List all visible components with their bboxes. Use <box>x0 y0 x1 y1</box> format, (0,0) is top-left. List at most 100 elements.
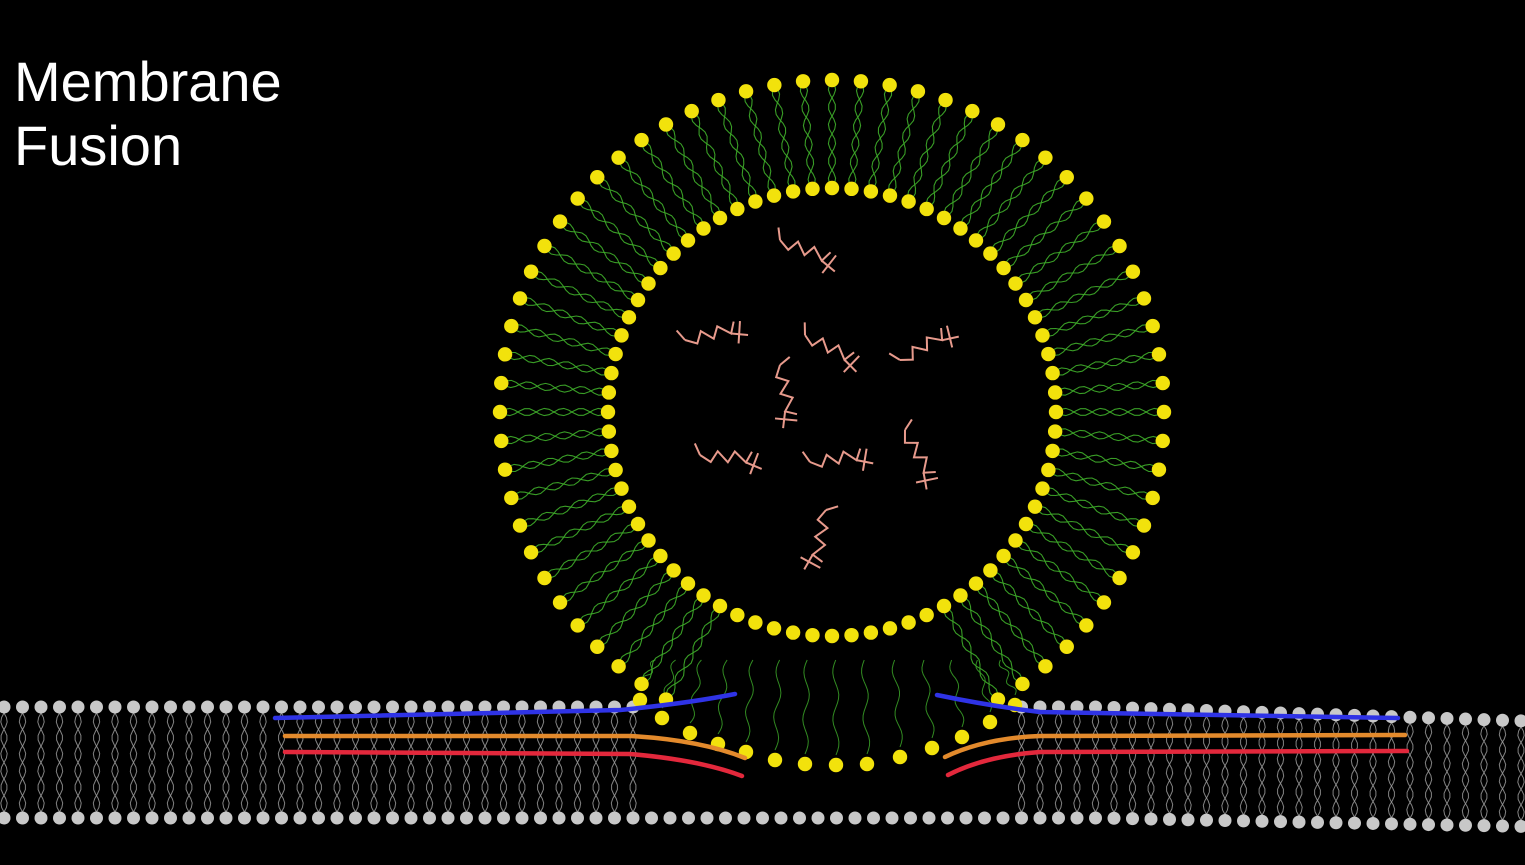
membrane-headgroup <box>0 700 11 714</box>
vesicle-inner-headgroup <box>666 246 681 261</box>
vesicle-lipid-tail <box>907 99 947 202</box>
vesicle-lipid-tail <box>943 124 999 219</box>
plasma-membrane-tails <box>0 712 1525 821</box>
membrane-lipid-tail <box>610 712 619 813</box>
membrane-headgroup <box>719 811 732 825</box>
vesicle-lipid-tail <box>519 297 622 337</box>
membrane-lipid-tail <box>111 712 119 813</box>
vesicle-lipid-tail <box>801 80 815 190</box>
vesicle-inner-headgroup <box>901 194 916 209</box>
membrane-headgroup <box>515 811 529 825</box>
stalk-headgroup <box>954 729 970 745</box>
membrane-headgroup <box>1237 814 1250 828</box>
vesicle-lipid-tail <box>773 84 794 192</box>
vesicle-lipid-tail <box>1003 198 1087 269</box>
membrane-headgroup <box>1477 713 1491 727</box>
vesicle-outer-headgroup <box>1155 433 1170 449</box>
snare-blue-right <box>934 692 1401 721</box>
membrane-headgroup <box>423 811 436 825</box>
stalk-headgroup <box>797 756 813 772</box>
membrane-lipid-tail <box>1184 715 1192 815</box>
stalk-headgroup <box>632 692 648 708</box>
cargo-bond <box>675 329 686 341</box>
vesicle-lipid-tail <box>500 429 610 443</box>
cargo-bond-chain <box>804 334 855 362</box>
membrane-headgroup <box>164 700 177 714</box>
vesicle-lipid-tail <box>718 99 756 202</box>
vesicle-outer-headgroup <box>1038 150 1053 165</box>
membrane-headgroup <box>145 700 159 714</box>
membrane-lipid-tail <box>1110 713 1118 813</box>
membrane-headgroup <box>16 811 29 825</box>
membrane-headgroup <box>1385 817 1398 831</box>
membrane-headgroup <box>1459 818 1472 832</box>
vesicle-inner-headgroup <box>936 598 952 614</box>
cargo-bond <box>904 418 913 431</box>
vesicle-inner-headgroup <box>680 576 696 591</box>
membrane-headgroup <box>367 700 381 714</box>
cargo-molecule <box>675 321 749 345</box>
membrane-headgroup <box>941 811 954 825</box>
membrane-headgroup <box>1403 710 1417 724</box>
membrane-headgroup <box>1089 811 1102 825</box>
cargo-bond <box>915 476 939 484</box>
membrane-lipid-tail <box>92 712 101 813</box>
vesicle-inner-headgroup <box>805 181 820 197</box>
vesicle-lipid-tail <box>641 139 704 229</box>
vesicle-inner-headgroup <box>953 588 968 603</box>
vesicle-lipid-tail <box>618 157 689 241</box>
membrane-headgroup <box>1089 700 1102 714</box>
stalk-lipid-tail <box>861 659 871 755</box>
vesicle-outer-headgroup <box>512 291 528 306</box>
membrane-lipid-tail <box>388 712 397 813</box>
membrane-headgroup <box>830 811 843 825</box>
membrane-lipid-tail <box>55 712 64 813</box>
vesicle-outer-headgroup <box>1112 238 1127 254</box>
membrane-headgroup <box>1311 815 1324 829</box>
vesicle-inner-headgroup <box>996 548 1011 564</box>
vesicle-outer-headgroup <box>1155 375 1170 391</box>
vesicle-outer-headgroup <box>611 659 626 674</box>
membrane-headgroup <box>34 700 48 714</box>
membrane-lipid-tail <box>1424 723 1433 819</box>
vesicle-lipid-tail <box>848 81 865 190</box>
membrane-lipid-tail <box>1036 712 1044 813</box>
vesicle-inner-headgroup <box>766 188 782 203</box>
membrane-headgroup <box>293 700 307 714</box>
vesicle-inner-headgroup <box>882 621 898 636</box>
membrane-headgroup <box>201 811 214 825</box>
membrane-headgroup <box>404 811 418 825</box>
membrane-headgroup <box>312 811 325 825</box>
vesicle-inner-headgroup <box>621 310 637 325</box>
vesicle-lipid-tail <box>519 488 622 526</box>
vesicle-inner-headgroup <box>785 625 801 640</box>
membrane-headgroup <box>90 700 103 714</box>
membrane-lipid-tail <box>536 712 545 813</box>
cargo-bond-chain <box>809 448 862 468</box>
membrane-headgroup <box>293 811 307 825</box>
vesicle-outer-headgroup <box>965 103 980 119</box>
vesicle-outer-headgroup <box>537 570 552 586</box>
vesicle-outer-headgroup <box>494 375 509 391</box>
stalk-headgroup <box>767 752 783 768</box>
membrane-headgroup <box>1440 818 1454 832</box>
membrane-headgroup <box>34 811 48 825</box>
membrane-headgroup <box>1514 714 1525 728</box>
vesicle-lipid-tail <box>975 583 1046 667</box>
vesicle-inner-headgroup <box>680 233 696 248</box>
vesicle-lipid-tail <box>1015 539 1105 603</box>
vesicle-outer-headgroup <box>570 191 585 206</box>
cargo-molecule <box>693 443 763 475</box>
stalk-lipid-tail <box>689 659 702 724</box>
vesicle-lipid-tail <box>1052 353 1160 374</box>
membrane-headgroup <box>478 811 492 825</box>
vesicle-inner-headgroup <box>805 627 820 643</box>
stalk-headgroup <box>654 710 670 726</box>
cargo-bond <box>945 325 954 348</box>
membrane-headgroup <box>108 700 122 714</box>
vesicle-outer-headgroup <box>684 103 699 119</box>
vesicle-outer-headgroup <box>497 347 513 362</box>
vesicle-cargo-molecules <box>675 227 959 570</box>
membrane-lipid-tail <box>277 712 286 813</box>
vesicle-outer-headgroup <box>1156 404 1172 420</box>
